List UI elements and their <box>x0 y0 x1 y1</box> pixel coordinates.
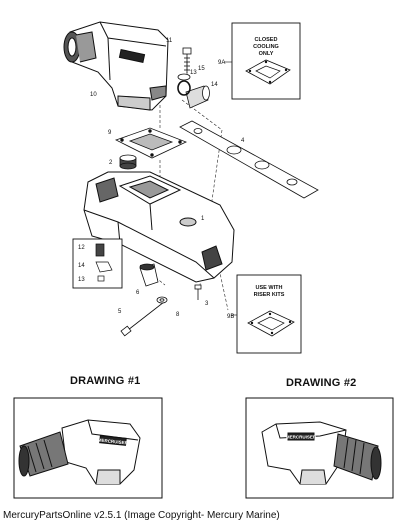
fitting-part-6 <box>139 263 159 287</box>
exhaust-elbow-part-10 <box>63 21 169 111</box>
drawing-1-panel: MERCRUISER <box>13 397 163 499</box>
drawing-1-title: DRAWING #1 <box>70 375 141 387</box>
hose-part-14 <box>185 85 210 109</box>
callout-labels: 11 15 13 14 9A 10 9 4 2 1 12 14 13 6 3 9… <box>78 38 245 320</box>
copyright-footer: MercuryPartsOnline v2.5.1 (Image Copyrig… <box>3 510 280 521</box>
callout-9a: 9A <box>218 60 225 66</box>
riser-logo-1: MERCRUISER <box>98 437 129 445</box>
callout-9b: 9B <box>227 314 234 320</box>
callout-6: 6 <box>136 290 140 296</box>
exhaust-manifold-part-1 <box>83 171 235 283</box>
box-9a-line-3: ONLY <box>259 51 274 57</box>
callout-4: 4 <box>241 138 245 144</box>
callout-14-box: 14 <box>78 263 85 269</box>
callout-2: 2 <box>109 160 113 166</box>
gasket-part-4 <box>179 120 319 199</box>
screw-part-3 <box>194 284 202 300</box>
callout-9: 9 <box>108 130 112 136</box>
box-9b-riser-kit: USE WITH RISER KITS <box>236 274 302 354</box>
bolt-part-5 <box>120 301 165 337</box>
gasket-part-9 <box>114 127 188 159</box>
callout-14-top: 14 <box>211 82 218 88</box>
box-9b-line-1: USE WITH <box>256 285 283 291</box>
box-9b-line-2: RISER KITS <box>254 292 285 298</box>
callout-13-box: 13 <box>78 277 85 283</box>
bolt-part-11 <box>182 47 192 73</box>
callout-12: 12 <box>78 245 85 251</box>
callout-13: 13 <box>190 70 197 76</box>
callout-1: 1 <box>201 216 205 222</box>
callout-10: 10 <box>90 92 97 98</box>
box-9a-closed-cooling: CLOSED COOLING ONLY <box>231 22 301 100</box>
box-9a-line-2: COOLING <box>253 44 279 50</box>
drawing-2-title: DRAWING #2 <box>286 377 357 389</box>
fitting-detail-box <box>72 238 123 289</box>
callout-15: 15 <box>198 66 205 72</box>
box-9a-line-1: CLOSED <box>255 37 278 43</box>
washer-part-8 <box>156 296 168 304</box>
callout-11: 11 <box>166 38 173 44</box>
riser-logo-2: MERCRUISER <box>286 435 317 440</box>
callout-5: 5 <box>118 309 122 315</box>
clamp-part-15 <box>177 80 191 96</box>
washer-part-13 <box>177 73 191 81</box>
grommet-part-2 <box>119 154 137 170</box>
callout-8: 8 <box>176 312 180 318</box>
callout-3: 3 <box>205 301 209 307</box>
drawing-2-panel: MERCRUISER <box>245 397 394 499</box>
